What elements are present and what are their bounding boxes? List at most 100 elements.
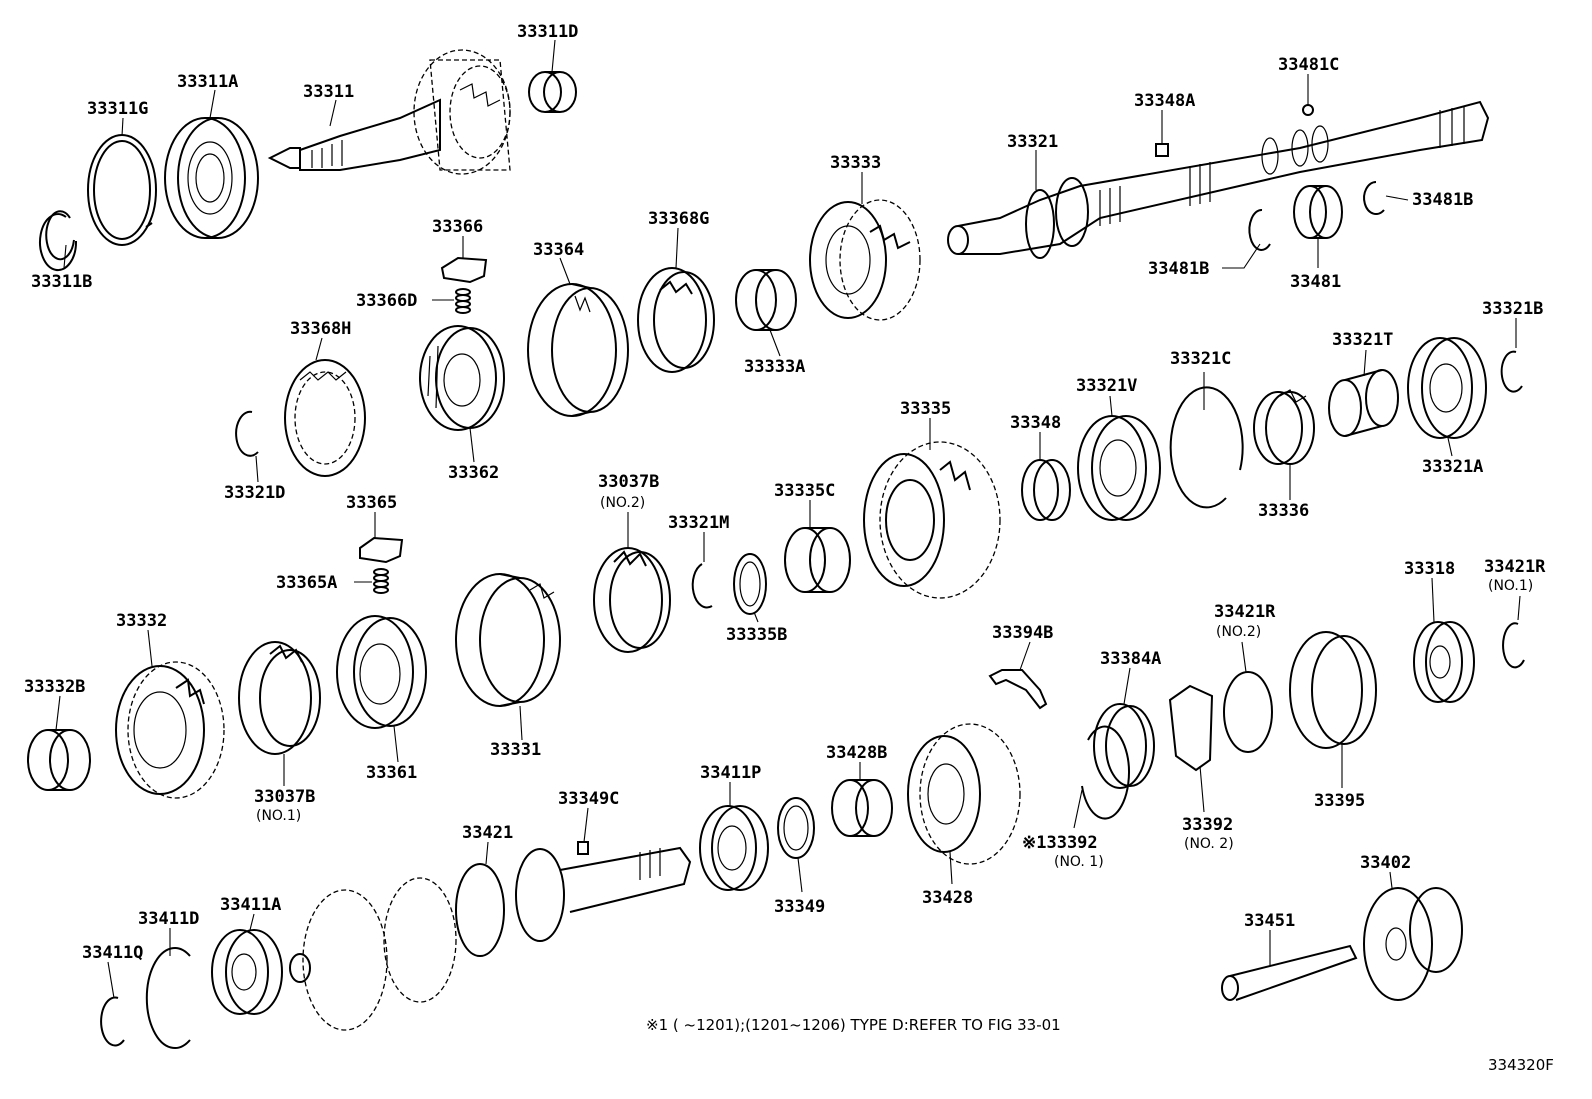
label-33481C: 33481C bbox=[1278, 55, 1339, 75]
label-33368H: 33368H bbox=[290, 319, 351, 339]
part-33331-sleeve bbox=[455, 573, 561, 707]
label-33321V: 33321V bbox=[1076, 376, 1137, 396]
label-33321B: 33321B bbox=[1482, 299, 1543, 319]
label-33321: 33321 bbox=[1007, 132, 1058, 152]
label-33311: 33311 bbox=[303, 82, 354, 102]
label-33321D: 33321D bbox=[224, 483, 285, 503]
label-33331: 33331 bbox=[490, 740, 541, 760]
label-33394B: 33394B bbox=[992, 623, 1053, 643]
label-33037B-no1-sub: (NO.1) bbox=[256, 808, 301, 824]
part-33321M-snap-ring bbox=[691, 563, 713, 609]
part-33311D-needle-bearing bbox=[528, 71, 577, 113]
part-33333-gear bbox=[809, 199, 921, 321]
part-33037B-no2-sync-ring bbox=[593, 547, 671, 653]
label-33392-no2-sub: (NO. 2) bbox=[1184, 836, 1234, 852]
label-33333A: 33333A bbox=[744, 357, 805, 377]
part-33392-no1-snap-ring bbox=[1081, 725, 1130, 820]
part-33411P-bearing bbox=[699, 805, 769, 891]
part-33336-cone bbox=[1253, 389, 1315, 465]
footnote: ※1 ( ~1201);(1201~1206) TYPE D:REFER TO … bbox=[646, 1016, 1061, 1034]
label-33481B-left: 33481B bbox=[1148, 259, 1209, 279]
label-33411Q: 33411Q bbox=[82, 943, 143, 963]
label-33428: 33428 bbox=[922, 888, 973, 908]
label-33428B: 33428B bbox=[826, 743, 887, 763]
label-33361: 33361 bbox=[366, 763, 417, 783]
part-33421R-no1-snap-ring bbox=[1502, 622, 1525, 669]
label-33481B-right: 33481B bbox=[1412, 190, 1473, 210]
part-33321D-snap-ring bbox=[235, 410, 259, 457]
label-33318: 33318 bbox=[1404, 559, 1455, 579]
part-33321B-snap-ring bbox=[1500, 350, 1523, 393]
part-33421R-no2-ring bbox=[1223, 671, 1273, 753]
label-33364: 33364 bbox=[533, 240, 584, 260]
label-33421: 33421 bbox=[462, 823, 513, 843]
label-33421R-no1: 33421R bbox=[1484, 557, 1546, 577]
part-33349-washer bbox=[777, 797, 815, 859]
label-33421R-no1-sub: (NO.1) bbox=[1488, 578, 1533, 594]
part-33335-gear bbox=[863, 441, 1001, 599]
part-33321A-bearing bbox=[1407, 337, 1487, 439]
label-33321M: 33321M bbox=[668, 513, 729, 533]
label-33392-no1: ※133392 bbox=[1022, 833, 1098, 853]
label-33332: 33332 bbox=[116, 611, 167, 631]
label-33366: 33366 bbox=[432, 217, 483, 237]
label-33335B: 33335B bbox=[726, 625, 787, 645]
label-33335C: 33335C bbox=[774, 481, 835, 501]
part-33366-key bbox=[440, 256, 488, 284]
label-33451: 33451 bbox=[1244, 911, 1295, 931]
part-33321-main-shaft bbox=[947, 100, 1490, 259]
label-33321A: 33321A bbox=[1422, 457, 1483, 477]
part-33348-collar bbox=[1021, 459, 1071, 521]
part-33321C-snap-ring bbox=[1169, 386, 1244, 509]
part-33362-hub bbox=[419, 325, 505, 431]
label-33365A: 33365A bbox=[276, 573, 337, 593]
label-33395: 33395 bbox=[1314, 791, 1365, 811]
part-33332B-needle-bearing bbox=[27, 729, 91, 791]
part-33384A-sync bbox=[1093, 703, 1155, 789]
label-33321T: 33321T bbox=[1332, 330, 1393, 350]
label-33332B: 33332B bbox=[24, 677, 85, 697]
label-33321C: 33321C bbox=[1170, 349, 1231, 369]
label-33392-no2: 33392 bbox=[1182, 815, 1233, 835]
part-33365A-spring bbox=[373, 568, 389, 594]
part-33395-sleeve bbox=[1289, 631, 1377, 749]
leader-lines bbox=[55, 39, 1521, 999]
figure-code: 334320F bbox=[1488, 1056, 1554, 1074]
part-33451-shaft bbox=[1221, 944, 1358, 1001]
part-33411D-ring bbox=[145, 947, 191, 1049]
label-33335: 33335 bbox=[900, 399, 951, 419]
part-33481C-ball bbox=[1302, 104, 1314, 116]
part-33361-hub bbox=[336, 615, 427, 729]
part-33318-hub bbox=[1413, 621, 1475, 703]
part-33411A-bearing bbox=[211, 929, 283, 1015]
part-33311B-snap-ring bbox=[39, 210, 78, 272]
label-33421R-no2: 33421R bbox=[1214, 602, 1276, 622]
part-33481B-snap-ring-left bbox=[1248, 208, 1271, 251]
part-33335C-needle-bearing bbox=[784, 527, 851, 593]
part-33394B-plate bbox=[988, 669, 1048, 710]
label-33336: 33336 bbox=[1258, 501, 1309, 521]
label-33311B: 33311B bbox=[31, 272, 92, 292]
part-33364-sleeve bbox=[527, 283, 629, 417]
part-33333A-needle-bearing bbox=[735, 269, 797, 331]
label-33384A: 33384A bbox=[1100, 649, 1161, 669]
label-33481: 33481 bbox=[1290, 272, 1341, 292]
part-33311-input-shaft bbox=[267, 49, 511, 175]
label-33311G: 33311G bbox=[87, 99, 148, 119]
label-33348A: 33348A bbox=[1134, 91, 1195, 111]
part-33321V-bearing bbox=[1077, 415, 1161, 521]
part-33402-gear bbox=[1363, 887, 1463, 1001]
label-33348: 33348 bbox=[1010, 413, 1061, 433]
part-33428B-needle-bearing bbox=[831, 779, 893, 837]
part-33348A-pin bbox=[1155, 143, 1169, 157]
part-33349C-pin bbox=[577, 841, 589, 855]
part-33411Q-snap-ring bbox=[100, 996, 125, 1047]
part-33481-collar bbox=[1293, 185, 1343, 239]
label-33037B-no2: 33037B bbox=[598, 472, 659, 492]
part-33392-no2-clip bbox=[1168, 684, 1214, 772]
label-33037B-no2-sub: (NO.2) bbox=[600, 495, 645, 511]
label-33333: 33333 bbox=[830, 153, 881, 173]
part-33321T-sleeve bbox=[1328, 369, 1399, 437]
label-33362: 33362 bbox=[448, 463, 499, 483]
